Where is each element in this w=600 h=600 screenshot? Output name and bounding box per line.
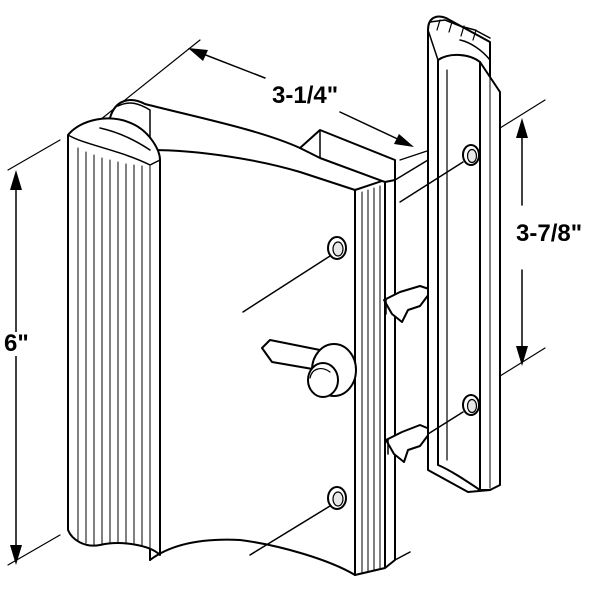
width-dimension-label: 3-1/4" (270, 82, 341, 109)
strike-plate (399, 15, 501, 493)
ribbed-grip (67, 117, 161, 556)
side-bracket (394, 159, 429, 561)
hole-spacing-dimension-label: 3-7/8" (514, 220, 585, 247)
latch-lever (261, 339, 357, 398)
mounting-hole-lower (249, 486, 347, 556)
hole-spacing-dimension (499, 99, 546, 377)
latch-hook-lower (385, 424, 433, 463)
height-dimension-label: 6" (2, 330, 31, 357)
mounting-hole-upper (242, 236, 347, 313)
height-dimension (7, 139, 61, 566)
handle-body (109, 99, 396, 576)
latch-hook-upper (383, 285, 433, 323)
